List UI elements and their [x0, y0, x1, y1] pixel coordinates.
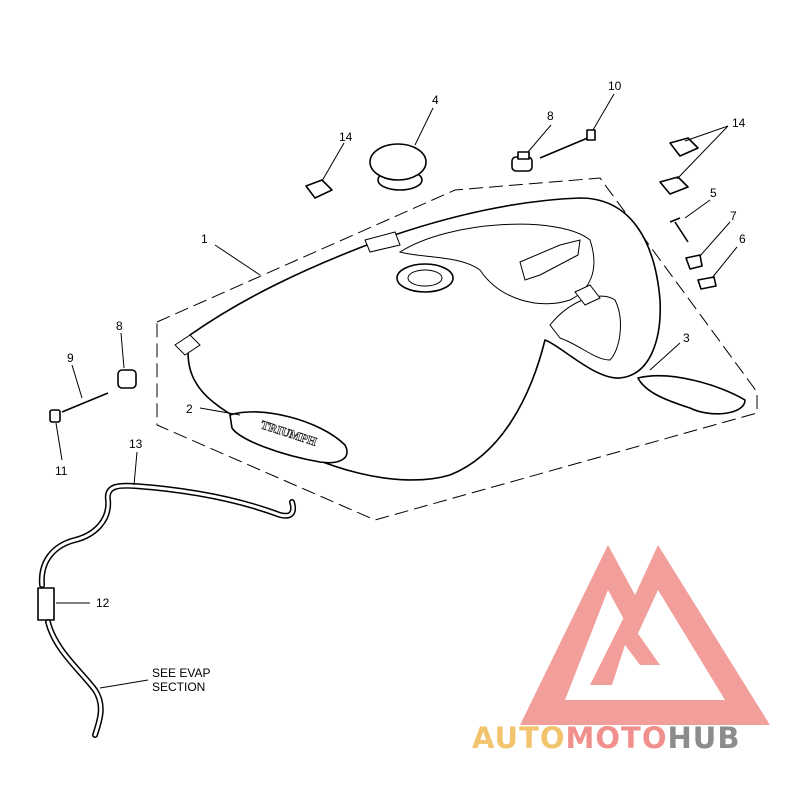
nut-11	[49, 409, 61, 423]
fuel-tank-underside	[398, 223, 595, 305]
breather-hose-core	[40, 484, 295, 587]
leader-3	[649, 342, 681, 371]
callout-14-right: 14	[732, 116, 746, 130]
clip-nut-6	[697, 276, 717, 290]
callout-10: 10	[608, 79, 622, 93]
leader-7	[699, 221, 731, 257]
callout-9: 9	[67, 351, 74, 365]
fuel-tank	[174, 197, 661, 481]
tank-badge: TRIUMPH	[229, 411, 348, 464]
leader-lines	[55, 93, 738, 689]
assembly-boundary	[156, 177, 758, 521]
callout-3: 3	[683, 331, 690, 345]
clip-nut-14-right-upper	[669, 137, 699, 157]
callout-13: 13	[129, 437, 143, 451]
leader-2	[199, 407, 241, 416]
grommet-8-lower-body	[117, 369, 137, 389]
grommet-8-upper	[511, 151, 533, 172]
fuel-filter	[37, 587, 55, 621]
watermark-text-auto: AUTO	[472, 721, 566, 755]
grommet-8-lower	[117, 369, 137, 389]
fuel-tank-bracket-rear	[519, 239, 581, 281]
watermark-text-hub: HUB	[668, 721, 741, 755]
callout-7: 7	[730, 209, 737, 223]
callout-12: 12	[96, 596, 110, 610]
callout-11: 11	[55, 464, 68, 478]
leader-1	[214, 244, 261, 276]
bolt-10-shank	[539, 136, 591, 159]
bolt-5-head	[669, 217, 681, 223]
knee-pad	[637, 374, 746, 415]
callout-8-lower: 8	[116, 319, 123, 333]
evap-note-line1: SEE EVAP	[152, 666, 210, 680]
breather-hose	[38, 482, 297, 588]
watermark-text-moto: MOTO	[566, 721, 668, 755]
evap-note: SEE EVAP SECTION	[152, 666, 210, 694]
leader-4	[414, 107, 434, 146]
watermark-logo-outer	[520, 545, 770, 725]
callout-8-upper: 8	[547, 109, 554, 123]
leader-8b	[120, 332, 125, 369]
leader-14b	[684, 125, 729, 142]
callout-14-left: 14	[339, 130, 353, 144]
clip-nut-14-left	[305, 179, 333, 199]
grommet-8-upper-top	[517, 151, 530, 160]
leader-5	[684, 199, 711, 219]
callout-4: 4	[432, 93, 439, 107]
bolt-9	[61, 392, 109, 413]
evap-hose-core	[46, 620, 103, 737]
watermark-text: AUTOMOTOHUB	[472, 721, 740, 755]
bolt-5	[669, 217, 689, 243]
grommet-7	[685, 254, 703, 270]
watermark-logo-inner	[590, 615, 660, 685]
tank-badge-shape	[229, 411, 348, 464]
filler-cap-top	[369, 143, 427, 181]
bolt-5-shank	[674, 221, 689, 243]
filler-neck-inner	[407, 269, 443, 287]
fuel-tank-bracket-front	[174, 334, 201, 356]
leader-evap	[99, 679, 149, 689]
leader-14c	[676, 125, 729, 180]
bolt-10	[539, 129, 596, 159]
leader-10	[592, 93, 615, 131]
filler-cap	[369, 143, 427, 191]
leader-13	[133, 451, 138, 486]
callouts: 1 2 3 4 5 6 7 8 8 9 10 11 12 13 14 14	[55, 79, 746, 610]
leader-11	[55, 422, 63, 461]
fuel-tank-bracket-side	[574, 284, 601, 306]
clip-nut-14-right-lower	[659, 176, 689, 195]
callout-2: 2	[186, 402, 193, 416]
leader-6	[711, 246, 738, 279]
callout-6: 6	[739, 232, 746, 246]
callout-1: 1	[201, 232, 208, 246]
leader-8a	[527, 124, 552, 153]
leader-9	[71, 364, 83, 399]
watermark-logo	[520, 545, 770, 725]
evap-note-line2: SECTION	[152, 680, 205, 694]
callout-5: 5	[710, 186, 717, 200]
bolt-10-head	[586, 129, 596, 141]
leader-14a	[321, 142, 345, 182]
fuel-tank-bracket-top	[364, 231, 401, 253]
